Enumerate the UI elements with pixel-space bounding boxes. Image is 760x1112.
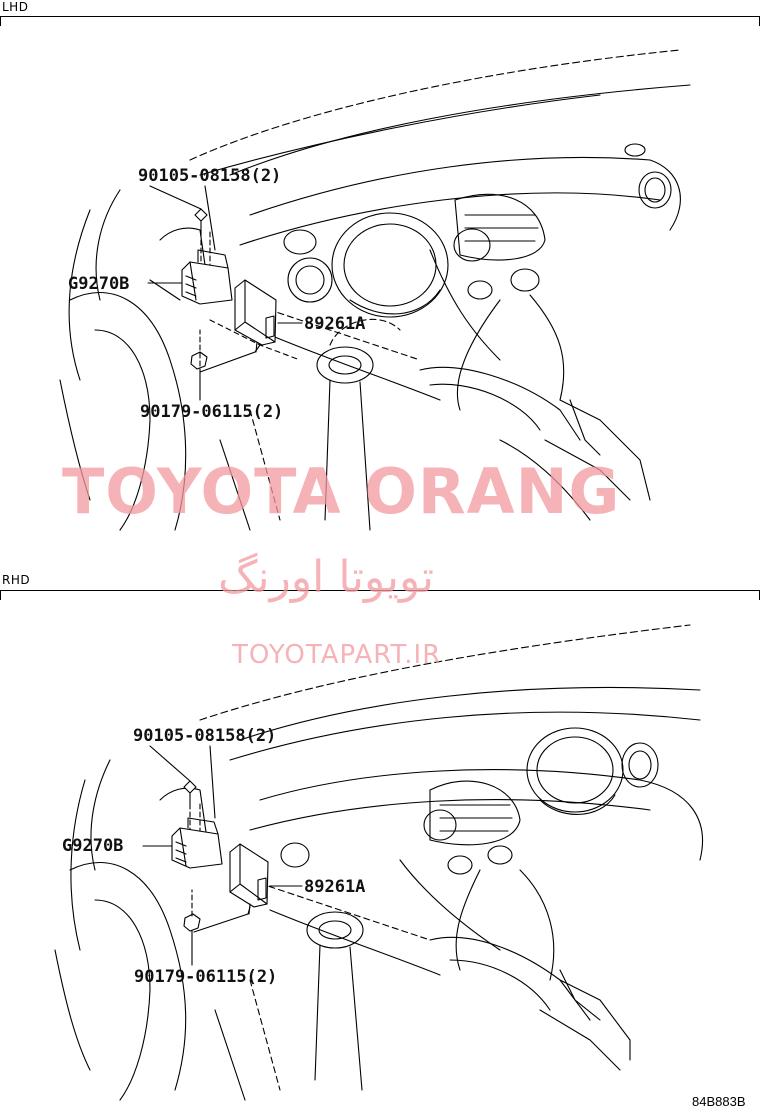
callout-ecu-lhd: 89261A bbox=[304, 314, 366, 334]
figure-code: 84B883B bbox=[692, 1094, 746, 1109]
watermark-persian: تويوتا اورنگ bbox=[218, 552, 434, 603]
section-label-rhd: RHD bbox=[2, 573, 31, 587]
watermark-url: TOYOTAPART.IR bbox=[232, 640, 442, 670]
frame-tick-left-rhd bbox=[0, 590, 1, 600]
callout-bolt-rhd: 90105-08158(2) bbox=[133, 726, 277, 746]
callout-bracket-lhd: G9270B bbox=[68, 274, 130, 294]
callout-ecu-rhd: 89261A bbox=[304, 877, 366, 897]
callout-nut-lhd: 90179-06115(2) bbox=[140, 402, 284, 422]
frame-tick-left bbox=[0, 16, 1, 26]
callout-bracket-rhd: G9270B bbox=[62, 836, 124, 856]
section-frame-lhd bbox=[0, 16, 760, 17]
section-frame-rhd bbox=[0, 590, 760, 591]
callout-bolt-lhd: 90105-08158(2) bbox=[138, 166, 282, 186]
section-label-lhd: LHD bbox=[2, 0, 29, 14]
watermark-main: TOYOTA ORANG bbox=[62, 455, 621, 528]
callout-nut-rhd: 90179-06115(2) bbox=[134, 967, 278, 987]
